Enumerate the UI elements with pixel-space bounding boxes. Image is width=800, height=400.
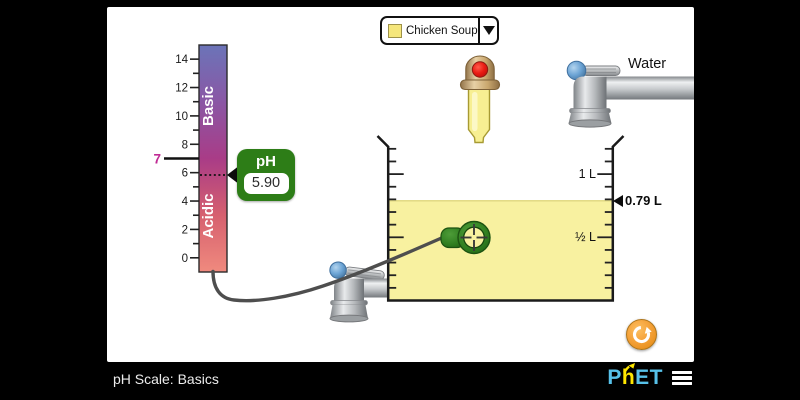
- beaker-liquid: [389, 200, 612, 300]
- combo-arrow-button[interactable]: [480, 26, 499, 35]
- drain-flange-lip: [330, 300, 368, 306]
- volume-arrow-icon: [613, 194, 623, 207]
- ph-readout-label: pH: [256, 153, 276, 170]
- drain-spout: [334, 278, 364, 303]
- ph-value: 5.90: [251, 175, 281, 191]
- beaker-outline: [376, 135, 625, 302]
- drain-flange-rim: [329, 314, 369, 323]
- scene-graphics: 7 0 2 4 6 8 10 12 14 Basic Acidic: [153, 44, 694, 323]
- ph-readout: pH 5.90: [237, 149, 295, 201]
- solute-swatch: [388, 23, 402, 38]
- phet-logo-p: P: [607, 366, 622, 389]
- liquid-surface: [389, 200, 612, 202]
- dropper-tube[interactable]: [467, 87, 491, 144]
- drain-pipe: [357, 278, 389, 298]
- water-flange-lip: [569, 108, 611, 114]
- water-faucet[interactable]: [566, 60, 694, 128]
- beaker-ticks: [388, 147, 613, 289]
- hamburger-menu-icon: [672, 368, 692, 388]
- phet-logo: PhET: [607, 363, 663, 390]
- chevron-down-icon: [483, 26, 496, 35]
- svg-text:12: 12: [175, 83, 188, 95]
- dropper[interactable]: [459, 55, 501, 144]
- water-handle-shaft[interactable]: [581, 65, 621, 76]
- phet-logo-et: ET: [635, 366, 663, 389]
- water-flange-rim: [568, 119, 612, 128]
- sim-play-area: 7 0 2 4 6 8 10 12 14 Basic Acidic: [107, 7, 694, 362]
- volume-reading: 0.79 L: [625, 193, 662, 208]
- solute-combo-box[interactable]: Chicken Soup: [380, 16, 499, 45]
- ph-probe[interactable]: [440, 220, 491, 255]
- beaker: [376, 135, 625, 302]
- water-faucet-handle[interactable]: [566, 60, 621, 81]
- beaker-1l-label: 1 L: [578, 167, 596, 181]
- ph-value-box: 5.90: [243, 173, 289, 194]
- basic-label: Basic: [200, 86, 217, 126]
- dropper-button[interactable]: [471, 61, 489, 78]
- reset-arrow-icon: [632, 325, 652, 344]
- phet-logo-arrow-icon: [623, 363, 636, 373]
- dropper-collar: [459, 79, 501, 91]
- drain-faucet-knob[interactable]: [329, 261, 347, 279]
- solute-selected-label: Chicken Soup: [406, 24, 478, 37]
- svg-text:2: 2: [182, 224, 188, 236]
- title-bar: pH Scale: Basics PhET: [0, 362, 800, 400]
- svg-text:6: 6: [182, 168, 188, 180]
- svg-text:0: 0: [182, 253, 188, 265]
- water-faucet-label: Water: [628, 56, 667, 72]
- ph-scale-tick-labels: 0 2 4 6 8 10 12 14: [175, 54, 188, 265]
- probe-crosshair: [460, 224, 488, 251]
- probe-cable: [211, 234, 447, 303]
- combo-separator: [477, 18, 480, 43]
- ph-neutral-label: 7: [153, 152, 161, 167]
- svg-text:4: 4: [182, 196, 189, 208]
- water-spout: [573, 76, 607, 113]
- svg-text:8: 8: [182, 139, 188, 151]
- volume-indicator: 0.79 L: [613, 193, 662, 208]
- svg-text:10: 10: [175, 111, 188, 123]
- dropper-tube-highlight: [472, 92, 478, 131]
- ph-scale-ticks: [190, 58, 199, 259]
- beaker-half-l-label: ½ L: [575, 230, 596, 244]
- sim-title: pH Scale: Basics: [113, 371, 219, 387]
- ph-indicator-arrow: [227, 167, 238, 183]
- water-pipe: [597, 76, 694, 100]
- acidic-label: Acidic: [200, 193, 217, 238]
- reset-all-button[interactable]: [626, 319, 657, 350]
- ph-scale: 7 0 2 4 6 8 10 12 14 Basic Acidic: [153, 44, 238, 273]
- svg-text:14: 14: [175, 54, 188, 66]
- phet-menu-button[interactable]: PhET: [607, 363, 692, 390]
- drain-faucet[interactable]: [329, 261, 389, 323]
